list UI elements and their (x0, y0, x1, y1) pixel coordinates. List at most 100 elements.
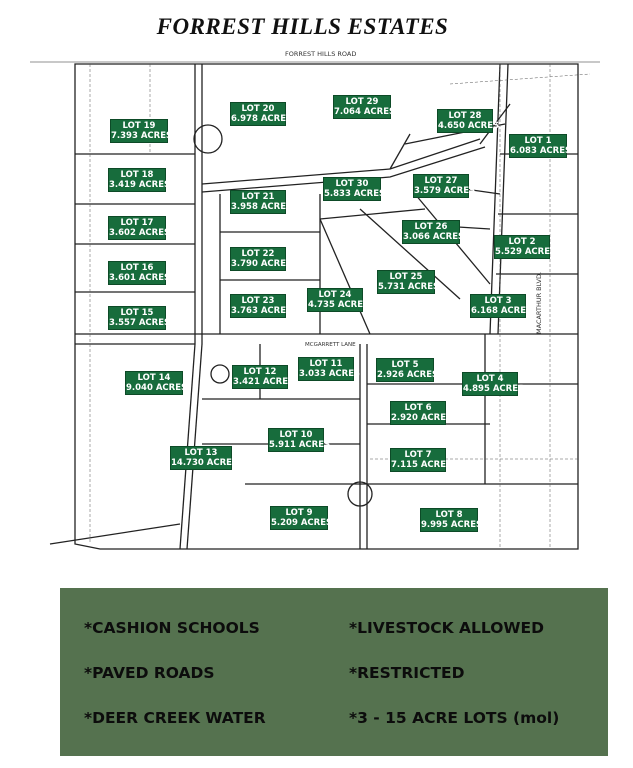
lot-number: LOT 6 (404, 403, 432, 413)
lot-number: LOT 27 (424, 176, 458, 186)
feature-paved-roads: *PAVED ROADS (84, 664, 215, 682)
feature-lot-sizes: *3 - 15 ACRE LOTS (mol) (349, 709, 560, 727)
lot-number: LOT 13 (184, 448, 218, 458)
lot-number: LOT 21 (241, 192, 275, 202)
lot-acreage: 9.995 ACRES (421, 520, 483, 530)
features-panel: *CASHION SCHOOLS *LIVESTOCK ALLOWED *PAV… (60, 588, 608, 756)
lot-number: LOT 1 (524, 136, 552, 146)
lot-acreage: 4.735 ACRES (308, 300, 370, 310)
lot-number: LOT 19 (122, 121, 156, 131)
lot-acreage: 5.529 ACRES (495, 247, 557, 257)
lot-acreage: 6.168 ACRES (471, 306, 533, 316)
lot-number: LOT 3 (484, 296, 512, 306)
lot-acreage: 3.790 ACRES (231, 259, 293, 269)
lot-acreage: 3.066 ACRES (403, 232, 465, 242)
lot-acreage: 4.895 ACRES (463, 384, 525, 394)
lot-number: LOT 28 (448, 111, 482, 121)
lot-acreage: 5.833 ACRES (324, 189, 386, 199)
lot-acreage: 3.601 ACRES (109, 273, 171, 283)
feature-restricted: *RESTRICTED (349, 664, 465, 682)
plat-map: FORREST HILLS ROAD MACARTHUR BLVD. MCGAR… (30, 44, 600, 574)
lot-acreage: 9.040 ACRES (126, 383, 188, 393)
lot-number: LOT 23 (241, 296, 275, 306)
lot-acreage: 7.393 ACRES (111, 131, 173, 141)
lot-acreage: 2.920 ACRES (391, 413, 453, 423)
mcgarrett-lane-label: MCGARRETT LANE (305, 342, 356, 348)
lot-acreage: 7.115 ACRES (391, 460, 453, 470)
lot-acreage: 3.419 ACRES (109, 180, 171, 190)
lot-number: LOT 12 (243, 367, 277, 377)
feature-livestock-allowed: *LIVESTOCK ALLOWED (349, 619, 544, 637)
lot-number: LOT 9 (285, 508, 313, 518)
forrest-hills-road-label: FORREST HILLS ROAD (285, 50, 357, 58)
lot-acreage: 3.958 ACRES (231, 202, 293, 212)
lot-number: LOT 20 (241, 104, 275, 114)
lot-number: LOT 30 (335, 179, 369, 189)
lot-acreage: 3.557 ACRES (109, 318, 171, 328)
lot-acreage: 6.083 ACRES (510, 146, 572, 156)
lot-number: LOT 2 (508, 237, 536, 247)
lot-acreage: 5.731 ACRES (378, 282, 440, 292)
lot-acreage: 3.763 ACRES (231, 306, 293, 316)
lot-acreage: 2.926 ACRES (377, 370, 439, 380)
lot-number: LOT 14 (137, 373, 171, 383)
lot-number: LOT 7 (404, 450, 432, 460)
feature-deer-creek-water: *DEER CREEK WATER (84, 709, 266, 727)
lot-acreage: 3.421 ACRES (233, 377, 295, 387)
lot-number: LOT 22 (241, 249, 275, 259)
lot-acreage: 5.911 ACRES (269, 440, 331, 450)
lot-acreage: 14.730 ACRES (171, 458, 239, 468)
lot-acreage: 6.978 ACRES (231, 114, 293, 124)
lot-acreage: 4.650 ACRES (438, 121, 500, 131)
lot-number: LOT 4 (476, 374, 504, 384)
lot-number: LOT 24 (318, 290, 352, 300)
feature-cashion-schools: *CASHION SCHOOLS (84, 619, 260, 637)
lot-number: LOT 29 (345, 97, 379, 107)
lot-acreage: 3.579 ACRES (414, 186, 476, 196)
lot-number: LOT 10 (279, 430, 313, 440)
lot-number: LOT 11 (309, 359, 343, 369)
lot-acreage: 3.602 ACRES (109, 228, 171, 238)
lot-acreage: 3.033 ACRES (299, 369, 361, 379)
lot-acreage: 5.209 ACRES (271, 518, 333, 528)
lot-number: LOT 25 (389, 272, 423, 282)
lot-number: LOT 5 (391, 360, 419, 370)
lot-number: LOT 15 (120, 308, 154, 318)
macarthur-blvd-label: MACARTHUR BLVD. (535, 271, 543, 334)
lot-number: LOT 26 (414, 222, 448, 232)
lot-acreage: 7.064 ACRES (334, 107, 396, 117)
plat-lines (30, 61, 600, 550)
lot-number: LOT 18 (120, 170, 154, 180)
lot-number: LOT 17 (120, 218, 154, 228)
